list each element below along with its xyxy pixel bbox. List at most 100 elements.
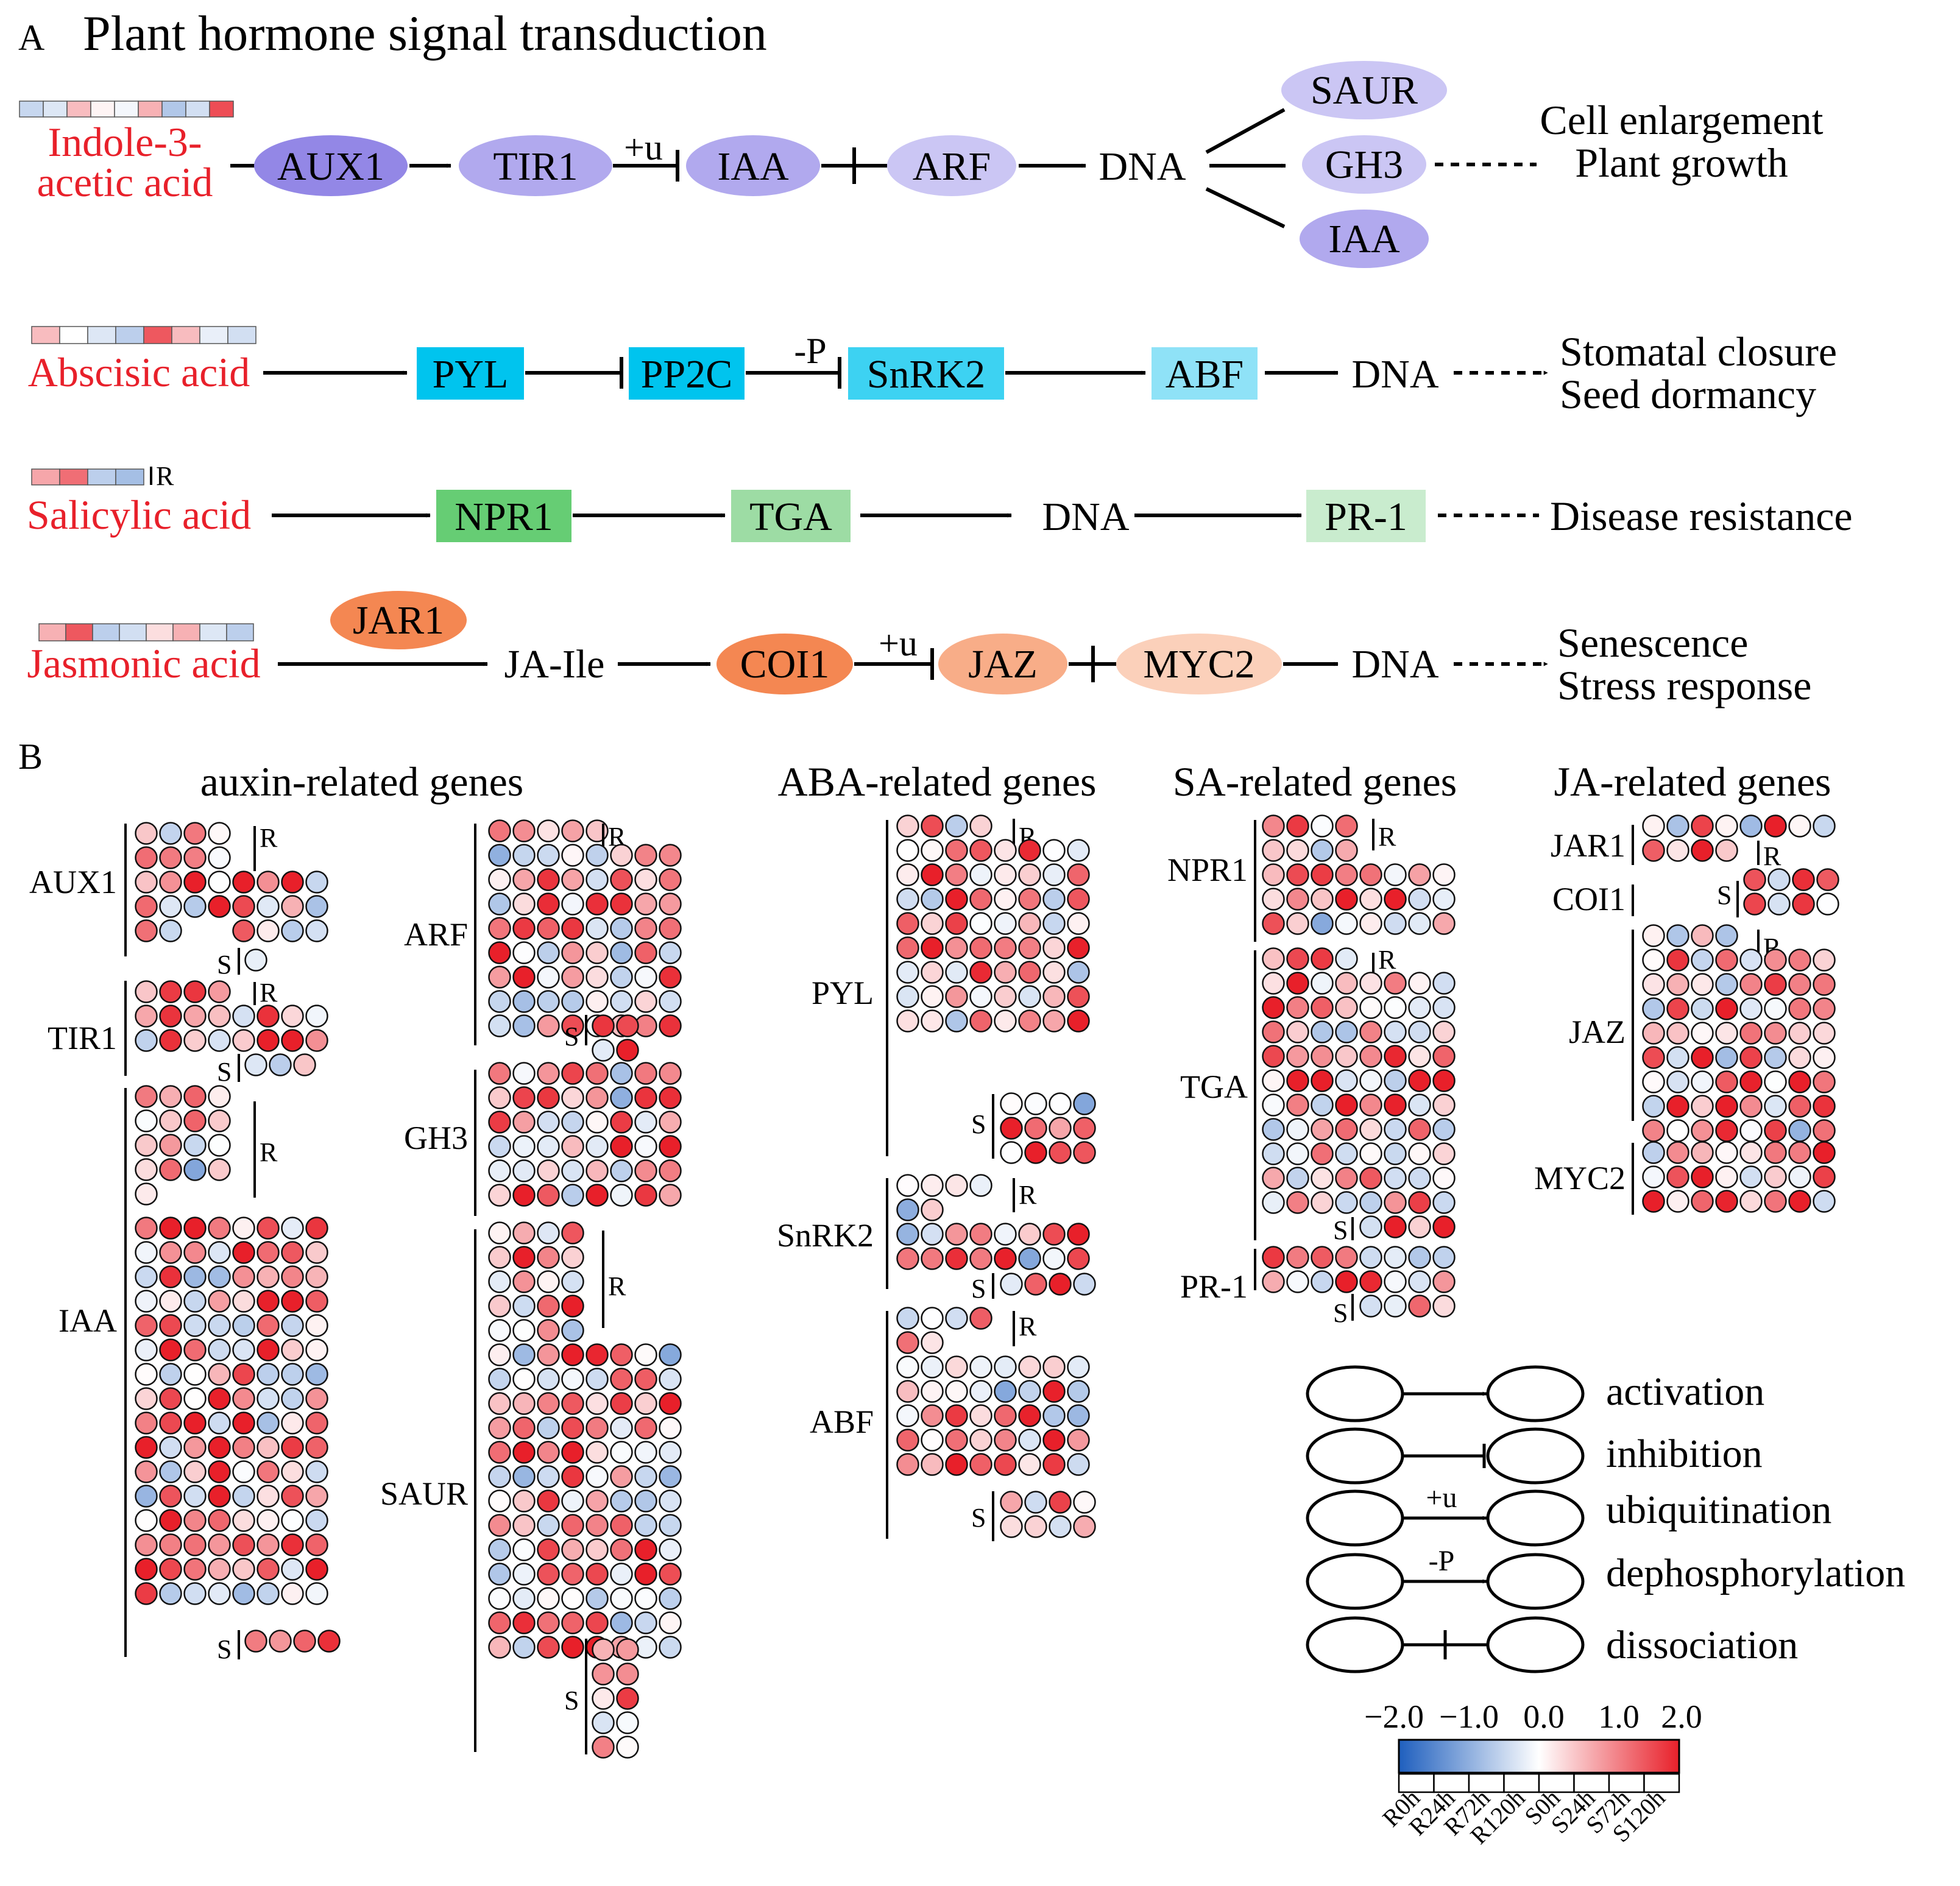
expression-circle-saur	[634, 1465, 657, 1488]
expression-circle-arf	[586, 868, 609, 891]
expression-circle-jar1	[1739, 814, 1763, 838]
expression-circle-iaa	[183, 1460, 207, 1483]
expression-circle-aux1	[159, 822, 182, 845]
expression-circle-arf	[561, 990, 584, 1013]
expression-circle-tir1	[135, 1029, 158, 1052]
expression-circle-jar1	[1691, 814, 1714, 838]
expression-circle-iaa	[256, 1436, 280, 1459]
expression-circle-pyl	[945, 1009, 968, 1033]
expression-circle-iaa	[305, 1460, 328, 1483]
expression-circle-abf	[921, 1453, 944, 1476]
bar-aba-cell	[199, 326, 228, 344]
sample-tag: S	[217, 1634, 232, 1664]
expression-circle-gh3	[512, 1086, 536, 1109]
expression-circle-pr1	[1311, 1270, 1334, 1293]
sample-tag: R	[1019, 1180, 1037, 1210]
expression-circle-jaz	[1715, 1119, 1738, 1142]
expression-circle-gh3	[512, 1135, 536, 1158]
expression-circle-saur	[537, 1538, 560, 1561]
expression-circle-iaa	[208, 1314, 231, 1337]
expression-circle-jaz	[1788, 1022, 1811, 1045]
expression-circle-abf	[1073, 1491, 1096, 1514]
node-tir1: TIR1	[459, 135, 612, 196]
expression-circle-arf	[610, 990, 633, 1013]
expression-circle-tir1	[305, 1029, 328, 1052]
bar-auxin-cell	[209, 101, 234, 118]
expression-circle-saur	[610, 1538, 633, 1561]
expression-circle-tga	[1432, 1118, 1456, 1141]
expression-circle-tga	[1384, 996, 1407, 1019]
svg-text:ARF: ARF	[913, 144, 991, 189]
group-title-sa: SA-related genes	[1173, 758, 1457, 805]
svg-text:JAR1: JAR1	[353, 598, 444, 643]
expression-circle-tga	[1311, 972, 1334, 995]
expression-circle-saur	[616, 1736, 639, 1759]
expression-circle-jaz	[1739, 1022, 1763, 1045]
expression-circle-iaa	[256, 1290, 280, 1313]
expression-circle-jaz	[1666, 1070, 1689, 1093]
expression-circle-pr1	[1335, 1246, 1358, 1269]
expression-circle-arf	[512, 966, 536, 989]
expression-circle-tga	[1408, 1093, 1431, 1117]
bar-ja-cell	[38, 623, 66, 641]
expression-circle-pyl	[1018, 839, 1041, 862]
expression-circle-npr1	[1311, 839, 1334, 862]
expression-circle-pyl	[1067, 888, 1090, 911]
expression-circle-abf	[896, 1307, 919, 1330]
expression-circle-tga	[1286, 1020, 1309, 1044]
expression-circle-pyl	[1042, 912, 1066, 935]
expression-circle-pr1	[1408, 1270, 1431, 1293]
expression-circle-iaa	[305, 1290, 328, 1313]
expression-circle-abf	[921, 1429, 944, 1452]
expression-circle-arf	[659, 990, 682, 1013]
bar-auxin-cell	[90, 101, 115, 118]
sample-tag: R	[260, 1137, 278, 1167]
expression-circle-npr1	[1311, 814, 1334, 838]
expression-circle-jar1	[1813, 814, 1836, 838]
expression-circle-iaa	[183, 1338, 207, 1362]
expression-circle-iaa	[208, 1085, 231, 1108]
expression-circle-tga	[1432, 1167, 1456, 1190]
expression-circle-saur	[634, 1587, 657, 1610]
expression-circle-abf	[1024, 1515, 1047, 1538]
expression-circle-abf	[1042, 1380, 1066, 1403]
node-pyl: PYL	[417, 347, 524, 400]
expression-circle-abf	[896, 1429, 919, 1452]
expression-circle-iaa	[135, 1314, 158, 1337]
expression-circle-gh3	[586, 1135, 609, 1158]
expression-circle-gh3	[561, 1159, 584, 1182]
expression-circle-tga	[1335, 1118, 1358, 1141]
expression-circle-saur	[561, 1294, 584, 1318]
expression-circle-jaz	[1715, 924, 1738, 947]
expression-circle-iaa	[159, 1387, 182, 1410]
expression-circle-abf	[1042, 1453, 1066, 1476]
expression-circle-jaz	[1715, 973, 1738, 996]
gene-label-tga: TGA	[1180, 1068, 1248, 1105]
expression-circle-abf	[1018, 1355, 1041, 1379]
expression-circle-pyl	[1042, 985, 1066, 1008]
expression-circle-iaa	[305, 1217, 328, 1240]
expression-circle-jar1	[1788, 814, 1811, 838]
expression-circle-npr1	[1286, 814, 1309, 838]
gene-label-snrk2: SnRK2	[777, 1217, 874, 1254]
panel-a-letter: A	[18, 18, 44, 58]
expression-circle-aux1	[135, 895, 158, 918]
expression-circle-arf	[512, 990, 536, 1013]
expression-circle-abf	[921, 1404, 944, 1427]
expression-circle-iaa	[281, 1338, 304, 1362]
expression-circle-myc2	[1715, 1190, 1738, 1213]
expression-circle-tga	[1432, 972, 1456, 995]
expression-circle-snrk2	[896, 1223, 919, 1246]
expression-circle-arf	[512, 844, 536, 867]
expression-circle-abf	[1042, 1355, 1066, 1379]
expression-circle-tga	[1432, 1069, 1456, 1092]
bar-ja-cell	[146, 623, 174, 641]
expression-circle-tga	[1335, 1142, 1358, 1165]
sample-tag: R	[1019, 1312, 1037, 1341]
expression-circle-arf	[537, 892, 560, 916]
expression-circle-abf	[1042, 1429, 1066, 1452]
expression-circle-abf	[921, 1331, 944, 1354]
expression-circle-snrk2	[1049, 1273, 1072, 1296]
expression-circle-saur	[610, 1587, 633, 1610]
expression-circle-aux1	[183, 895, 207, 918]
